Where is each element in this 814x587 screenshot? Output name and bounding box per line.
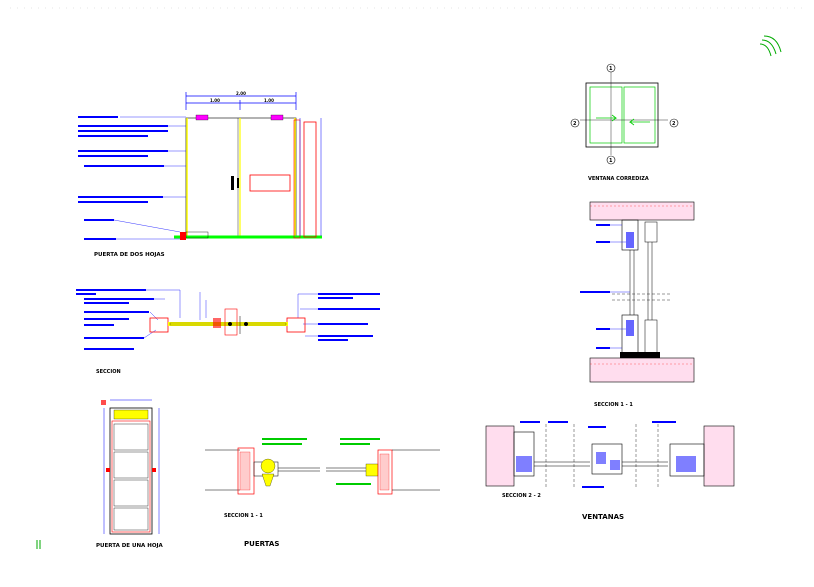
windows-group-title: VENTANAS: [582, 513, 624, 521]
section-marker-bottom: 1: [609, 158, 613, 164]
window-section-22-title: SECCION 2 - 2: [502, 493, 541, 499]
window-section-11: SECCION 1 - 1: [580, 201, 695, 408]
left-leaf-dimension: 1.00: [210, 98, 220, 103]
window-section-11-title: SECCION 1 - 1: [594, 402, 633, 408]
single-leaf-door-elevation: PUERTA DE UNA HOJA: [96, 399, 164, 549]
overall-width-dimension: 2.00: [236, 91, 246, 96]
door-plan-section-title: SECCION: [96, 369, 121, 375]
door-section-11: SECCION 1 - 1 PUERTAS: [205, 438, 440, 548]
sliding-window-title: VENTANA CORREDIZA: [588, 176, 649, 182]
section-marker-left: 2: [573, 121, 577, 127]
door-plan-section: SECCION: [76, 289, 380, 375]
north-arrow-icon: [759, 35, 782, 57]
single-leaf-door-title: PUERTA DE UNA HOJA: [96, 543, 164, 549]
right-leaf-dimension: 1.00: [264, 98, 274, 103]
window-section-22: SECCION 2 - 2 VENTANAS: [485, 421, 735, 521]
doors-group-title: PUERTAS: [244, 540, 279, 548]
section-marker-right: 2: [672, 121, 676, 127]
two-leaf-door-title: PUERTA DE DOS HOJAS: [94, 252, 165, 258]
door-section-11-title: SECCION 1 - 1: [224, 513, 263, 519]
sliding-window-elevation: 1 1 2 2 VENTANA CORREDIZA: [570, 63, 679, 182]
two-leaf-door-elevation: 2.00 1.00 1.00: [78, 91, 322, 258]
section-marker-top: 1: [609, 66, 613, 72]
